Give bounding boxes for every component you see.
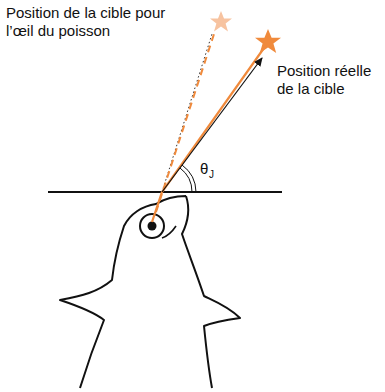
angle-subscript: J (209, 169, 219, 181)
apparent-star (210, 11, 232, 32)
fish-outline (60, 196, 240, 388)
apparent-target-label: Position de la cible pour l’œil du poiss… (6, 4, 181, 40)
real-target-label: Position réelle de la cible (277, 62, 381, 98)
real-ray (152, 48, 264, 222)
fish-pupil (148, 222, 157, 231)
angle-arc (182, 165, 196, 192)
direction-arrow (162, 58, 262, 192)
angle-arc (180, 168, 192, 192)
fish-eye (140, 214, 164, 238)
apparent-ray (156, 34, 214, 212)
water-surface (48, 191, 282, 193)
real-star (255, 29, 281, 53)
